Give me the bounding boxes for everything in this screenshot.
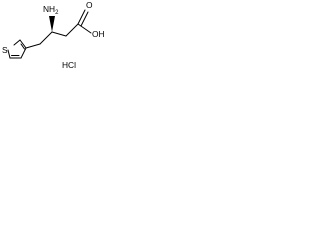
chemical-structure: S NH2 O OH HCl <box>2 0 105 70</box>
ring-bond-c3-c4 <box>20 47 27 59</box>
bond-ch2-to-carboxyl-carbon <box>65 23 79 37</box>
stereo-wedge-bond <box>49 16 55 32</box>
bond-ring-to-ch2 <box>25 43 41 49</box>
bond-ch2-to-chiral-carbon <box>39 31 53 45</box>
bond-carbon-to-hydroxyl <box>77 23 92 34</box>
carbonyl-oxygen-label: O <box>86 0 93 10</box>
thiophene-ring <box>7 39 27 59</box>
ring-double-bond-c2-c3 <box>20 43 25 50</box>
amine-subscript-label: 2 <box>55 10 59 16</box>
amine-main-label: NH <box>43 4 55 14</box>
bond-chiral-carbon-to-ch2 <box>51 31 67 37</box>
hydroxyl-label: OH <box>92 29 105 39</box>
ring-bond-s-c2 <box>13 39 21 46</box>
amine-label: NH2 <box>43 4 59 16</box>
bond-carbonyl-double-a <box>77 9 86 25</box>
bond-carbonyl-double-b <box>80 11 89 27</box>
ring-bond-c2-c3 <box>19 39 27 49</box>
sulfur-label: S <box>2 45 8 55</box>
salt-label: HCl <box>62 60 76 70</box>
ring-bond-c5-s <box>7 49 11 59</box>
